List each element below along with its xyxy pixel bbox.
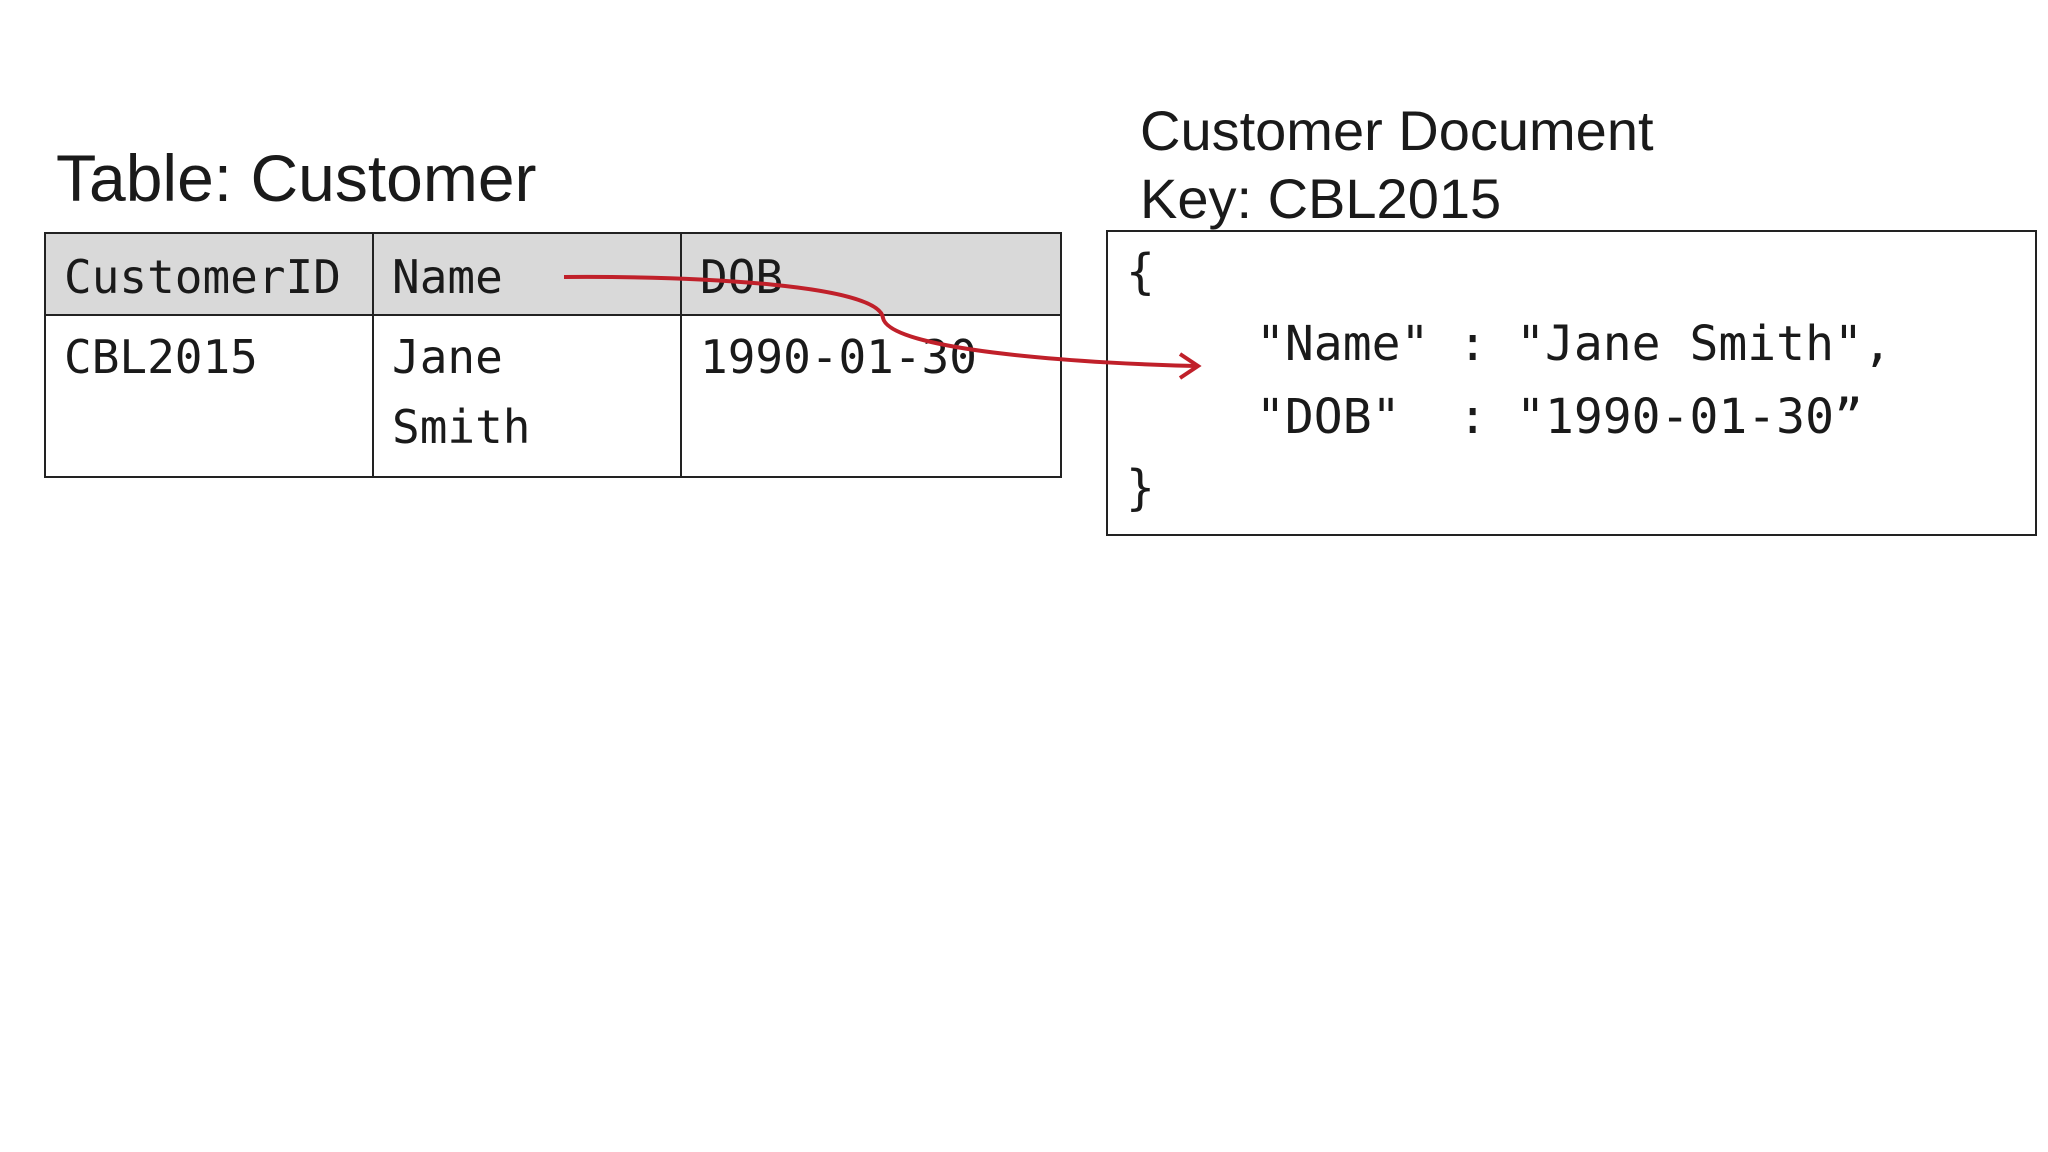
- header-name: Name: [372, 232, 682, 316]
- open-brace: {: [1126, 244, 1155, 300]
- cell-name: Jane Smith: [372, 314, 682, 478]
- header-dob: DOB: [680, 232, 1062, 316]
- table-title: Table: Customer: [56, 141, 537, 215]
- close-brace: }: [1126, 460, 1155, 516]
- json-line-name: "Name" : "Jane Smith",: [1256, 316, 1892, 372]
- arrowhead-icon: [1178, 352, 1202, 380]
- document-box: { "Name" : "Jane Smith", "DOB" : "1990-0…: [1106, 230, 2037, 536]
- table-header-row: CustomerID Name DOB: [44, 232, 1062, 316]
- header-customerid: CustomerID: [44, 232, 374, 316]
- cell-dob: 1990-01-30: [680, 314, 1062, 478]
- document-key: Key: CBL2015: [1140, 167, 1502, 230]
- customer-table: CustomerID Name DOB CBL2015 Jane Smith 1…: [44, 232, 1062, 478]
- json-line-dob: "DOB" : "1990-01-30”: [1256, 389, 1863, 445]
- document-title: Customer Document: [1140, 99, 1654, 162]
- arrow-line: [563, 274, 1197, 368]
- table-row: CBL2015 Jane Smith 1990-01-30: [44, 314, 1062, 478]
- cell-customerid: CBL2015: [44, 314, 374, 478]
